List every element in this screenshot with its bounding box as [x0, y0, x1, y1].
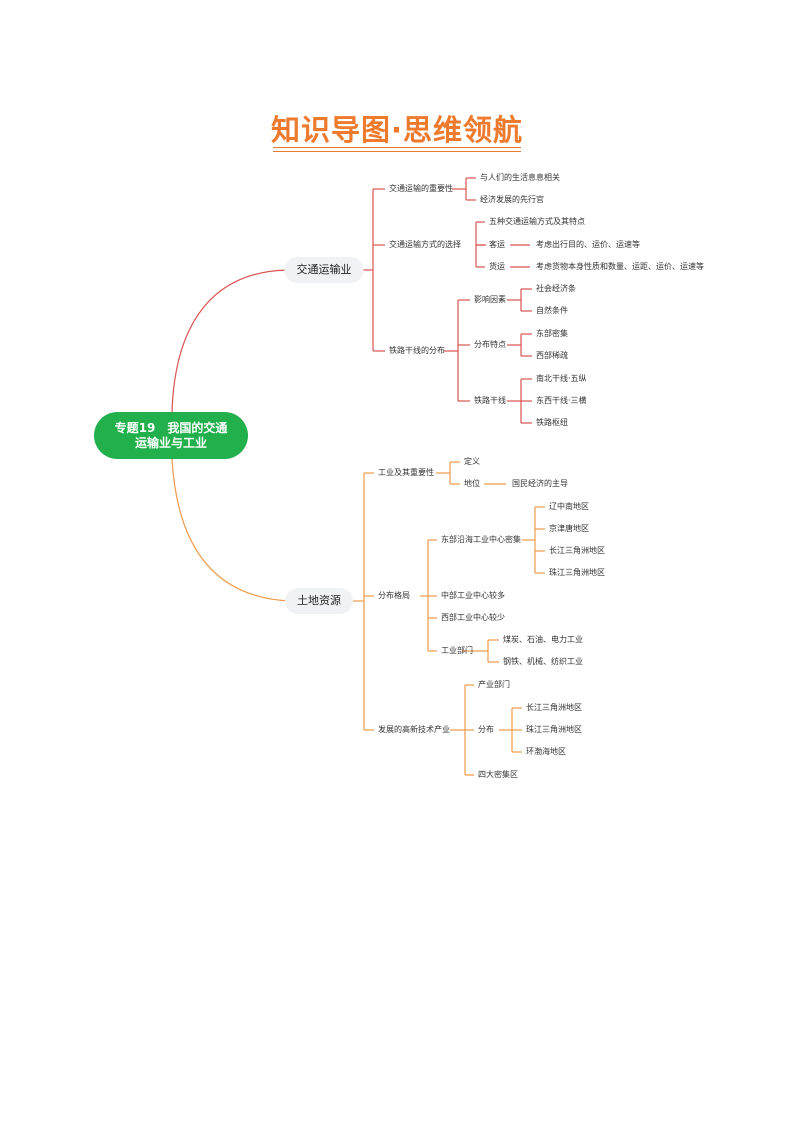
node-distribution[interactable]: 分布 [478, 725, 494, 734]
node-rail-factors[interactable]: 影响因素 [474, 295, 506, 304]
node-sector-1[interactable]: 煤炭、石油、电力工业 [503, 635, 583, 644]
node-rail[interactable]: 铁路干线的分布 [389, 346, 445, 355]
node-freight[interactable]: 货运 [489, 262, 505, 271]
node-sector-2[interactable]: 钢铁、机械、纺织工业 [503, 657, 583, 666]
root-node[interactable]: 专题19 我国的交通运输业与工业 [94, 412, 248, 459]
node-line-3[interactable]: 铁路枢纽 [536, 418, 568, 427]
node-importance-item-1[interactable]: 与人们的生活息息相关 [480, 173, 560, 182]
node-dist-3[interactable]: 环渤海地区 [526, 747, 566, 756]
node-dist-2[interactable]: 珠江三角洲地区 [526, 725, 582, 734]
node-central[interactable]: 中部工业中心较多 [441, 591, 505, 600]
node-layout[interactable]: 分布格局 [378, 591, 410, 600]
node-passenger[interactable]: 客运 [489, 240, 505, 249]
node-status-detail[interactable]: 国民经济的主导 [512, 479, 568, 488]
branch-transport[interactable]: 交通运输业 [284, 257, 364, 283]
node-transport-importance[interactable]: 交通运输的重要性 [389, 184, 453, 193]
root-label: 专题19 我国的交通运输业与工业 [114, 420, 228, 450]
node-passenger-detail[interactable]: 考虑出行目的、运价、运速等 [536, 240, 640, 249]
node-status[interactable]: 地位 [464, 479, 480, 488]
node-line-1[interactable]: 南北干线·五纵 [536, 374, 587, 383]
node-east-3[interactable]: 长江三角洲地区 [549, 546, 605, 555]
node-factor-2[interactable]: 自然条件 [536, 306, 568, 315]
node-sectors[interactable]: 工业部门 [441, 646, 473, 655]
node-rail-lines[interactable]: 铁路干线 [474, 396, 506, 405]
node-transport-choice[interactable]: 交通运输方式的选择 [389, 240, 461, 249]
node-west[interactable]: 西部工业中心较少 [441, 613, 505, 622]
node-industry-importance[interactable]: 工业及其重要性 [378, 468, 434, 477]
node-importance-item-2[interactable]: 经济发展的先行官 [480, 195, 544, 204]
node-dist-1[interactable]: 长江三角洲地区 [526, 703, 582, 712]
node-rail-features[interactable]: 分布特点 [474, 340, 506, 349]
title-underline [273, 147, 521, 152]
node-dept[interactable]: 产业部门 [478, 680, 510, 689]
node-line-2[interactable]: 东西干线·三横 [536, 396, 587, 405]
node-east-4[interactable]: 珠江三角洲地区 [549, 568, 605, 577]
node-feature-1[interactable]: 东部密集 [536, 329, 568, 338]
connector-line-1 [171, 458, 291, 602]
page-title: 知识导图·思维领航 [270, 113, 524, 147]
branch-industry[interactable]: 土地资源 [285, 588, 353, 614]
node-hightech[interactable]: 发展的高新技术产业 [378, 725, 450, 734]
node-east-1[interactable]: 辽中南地区 [549, 502, 589, 511]
node-feature-2[interactable]: 西部稀疏 [536, 351, 568, 360]
node-east-2[interactable]: 京津唐地区 [549, 524, 589, 533]
node-five-modes[interactable]: 五种交通运输方式及其特点 [489, 217, 585, 226]
node-factor-1[interactable]: 社会经济条 [536, 284, 576, 293]
node-definition[interactable]: 定义 [464, 457, 480, 466]
node-east[interactable]: 东部沿海工业中心密集 [441, 535, 521, 544]
node-freight-detail[interactable]: 考虑货物本身性质和数量、运距、运价、运速等 [536, 262, 704, 271]
connector-line-0 [171, 269, 288, 413]
node-clusters[interactable]: 四大密集区 [478, 770, 518, 779]
